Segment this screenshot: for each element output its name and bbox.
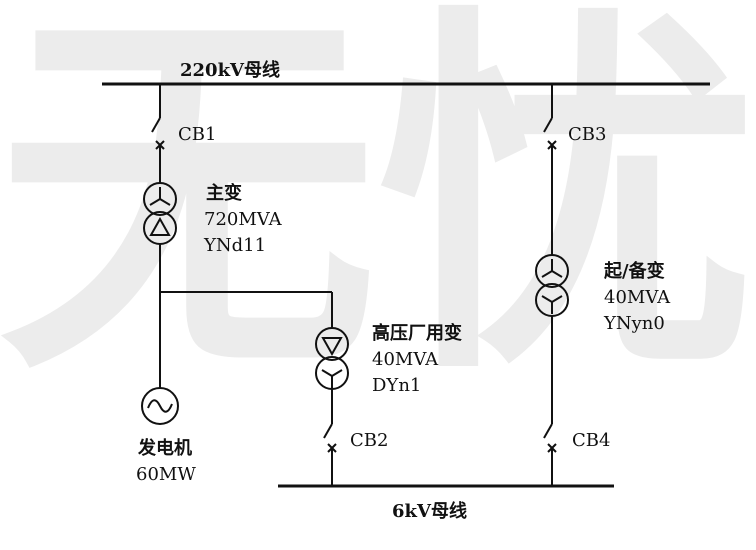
- main-transformer-name: 主变: [206, 182, 242, 204]
- bus-6kv-label: 6kV母线: [392, 500, 467, 522]
- main-transformer-vector: YNd11: [203, 235, 266, 256]
- main-transformer-rating: 720MVA: [204, 209, 283, 230]
- aux-transformer-rating: 40MVA: [372, 349, 439, 370]
- bus-220kv-label: 220kV母线: [180, 59, 280, 81]
- cb1-label: CB1: [178, 124, 216, 145]
- cb4-breaker-icon: [543, 423, 557, 453]
- startup-transformer-vector: YNyn0: [603, 313, 665, 334]
- generator-name: 发电机: [137, 437, 192, 459]
- aux-transformer-name: 高压厂用变: [372, 322, 462, 344]
- aux-transformer-vector: DYn1: [372, 375, 421, 396]
- cb2-label: CB2: [350, 430, 388, 451]
- main-transformer-icon: [143, 182, 177, 245]
- watermark: 无忧: [0, 0, 756, 420]
- startup-transformer-rating: 40MVA: [604, 287, 671, 308]
- generator-rating: 60MW: [136, 464, 196, 485]
- startup-transformer-name: 起/备变: [603, 260, 665, 282]
- cb4-label: CB4: [572, 430, 610, 451]
- cb2-breaker-icon: [323, 423, 337, 453]
- generator-ac-source-icon: [141, 387, 179, 425]
- cb3-label: CB3: [568, 124, 606, 145]
